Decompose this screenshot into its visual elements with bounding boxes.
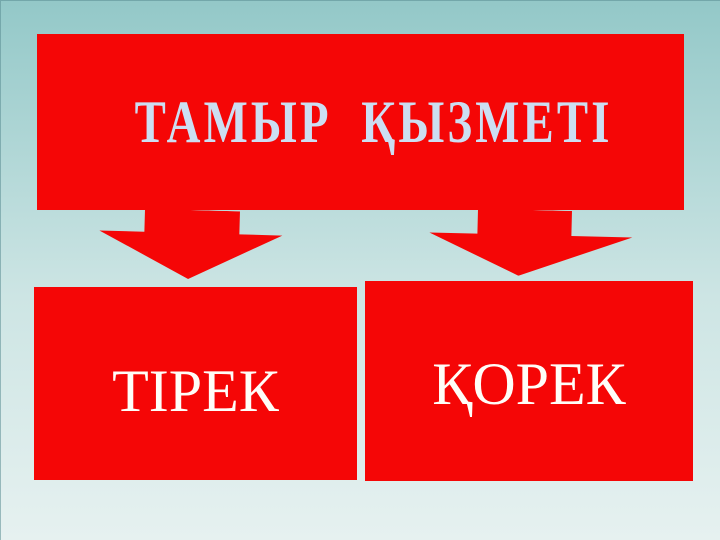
box-tirek-label: ТІРЕК: [112, 357, 279, 424]
down-arrow-icon: [99, 208, 283, 279]
box-tirek: ТІРЕК: [34, 287, 357, 480]
title-banner: ТАМЫР ҚЫЗМЕТІ: [37, 34, 684, 210]
box-qorek: ҚОРЕК: [365, 281, 693, 481]
page-title: ТАМЫР ҚЫЗМЕТІ: [134, 89, 613, 155]
box-qorek-label: ҚОРЕК: [432, 351, 626, 417]
down-arrow-icon: [429, 208, 633, 276]
